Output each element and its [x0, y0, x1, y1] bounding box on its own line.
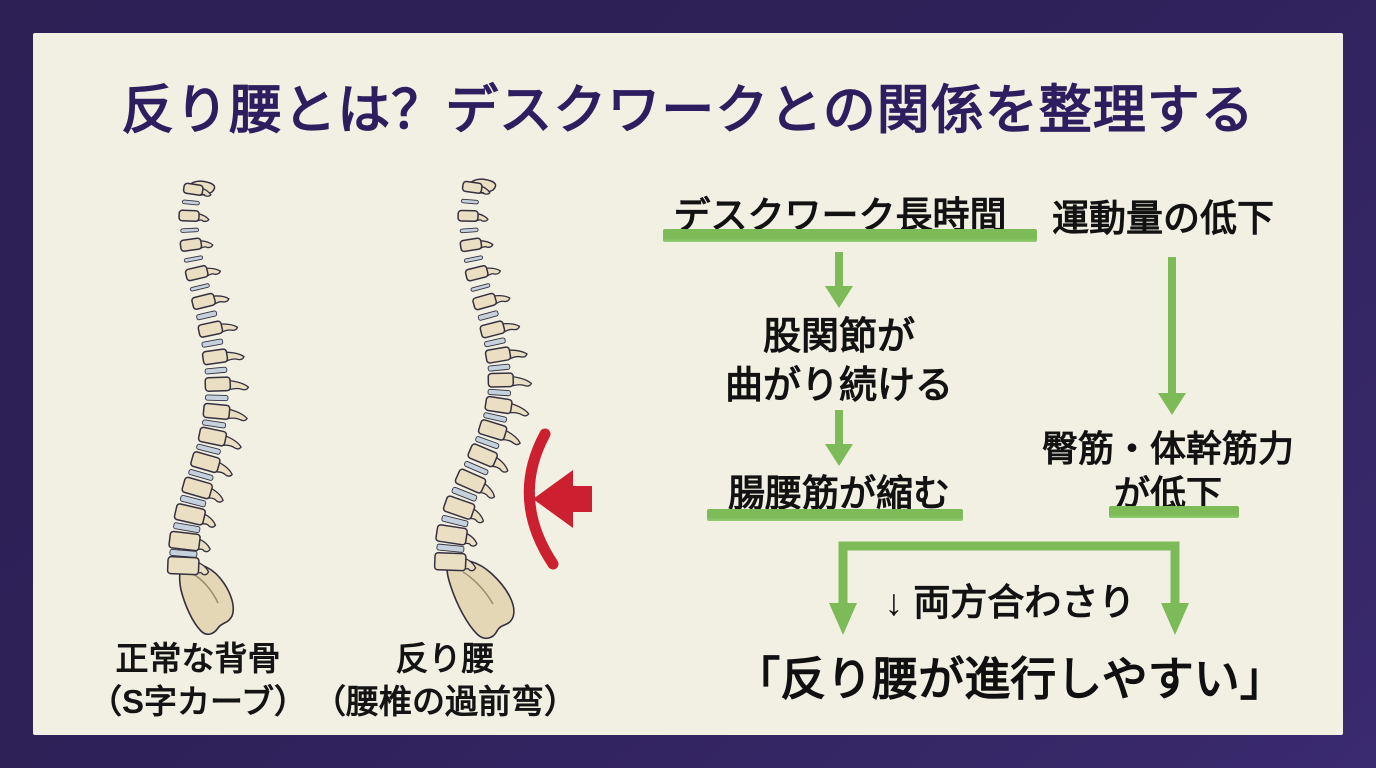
flow-node-psoas-shortens: 腸腰筋が縮む	[728, 473, 950, 514]
flow-node-hip-line1: 股関節が	[762, 316, 915, 358]
normal-spine-label: 正常な背骨 （S字カーブ）	[48, 637, 348, 723]
flow-node-glute-core-weak: 臀筋・体幹筋力 が低下	[1018, 426, 1318, 516]
sacrum	[178, 562, 235, 636]
swayback-spine-illustration	[433, 178, 533, 640]
normal-spine-label-line2: （S字カーブ）	[88, 683, 308, 720]
flow-result: 「反り腰が進行しやすい」	[734, 653, 1286, 705]
bracket-arrowhead-left	[829, 603, 857, 635]
flow-node-hip-line2: 曲がり続ける	[724, 365, 953, 407]
merge-label: ↓ 両方合わさり	[884, 582, 1136, 623]
bracket-arrowhead-right	[1161, 603, 1189, 635]
sacrum	[446, 559, 515, 640]
green-underline-psoas	[707, 509, 963, 521]
swayback-spine-label-line1: 反り腰	[395, 640, 495, 677]
sacrum-detail	[462, 571, 494, 605]
swayback-spine-label-line2: （腰椎の過前弯）	[313, 683, 577, 720]
merge-bracket	[829, 541, 1189, 635]
lordosis-highlight-overlay	[523, 428, 592, 570]
red-pressure-arrow-icon	[533, 470, 592, 528]
normal-spine-label-line1: 正常な背骨	[115, 640, 281, 677]
flow-node-glute-line1: 臀筋・体幹筋力	[1041, 428, 1294, 469]
panel-background	[33, 33, 1343, 735]
page-title: 反り腰とは？デスクワークとの関係を整理する	[121, 81, 1255, 140]
flow-node-hip-bent: 股関節が 曲がり続ける	[689, 313, 989, 411]
swayback-spine-label: 反り腰 （腰椎の過前弯）	[295, 637, 595, 723]
green-underline-glute	[1109, 506, 1239, 518]
down-arrow-icon	[825, 410, 853, 466]
flow-node-less-exercise: 運動量の低下	[1052, 198, 1274, 239]
down-arrow-icon	[825, 252, 853, 308]
green-underline-desk	[663, 229, 1037, 242]
normal-spine-illustration	[166, 180, 250, 636]
red-curve-arc	[523, 428, 559, 570]
sacrum-detail	[192, 573, 219, 604]
down-arrow-long-icon	[1158, 257, 1186, 415]
